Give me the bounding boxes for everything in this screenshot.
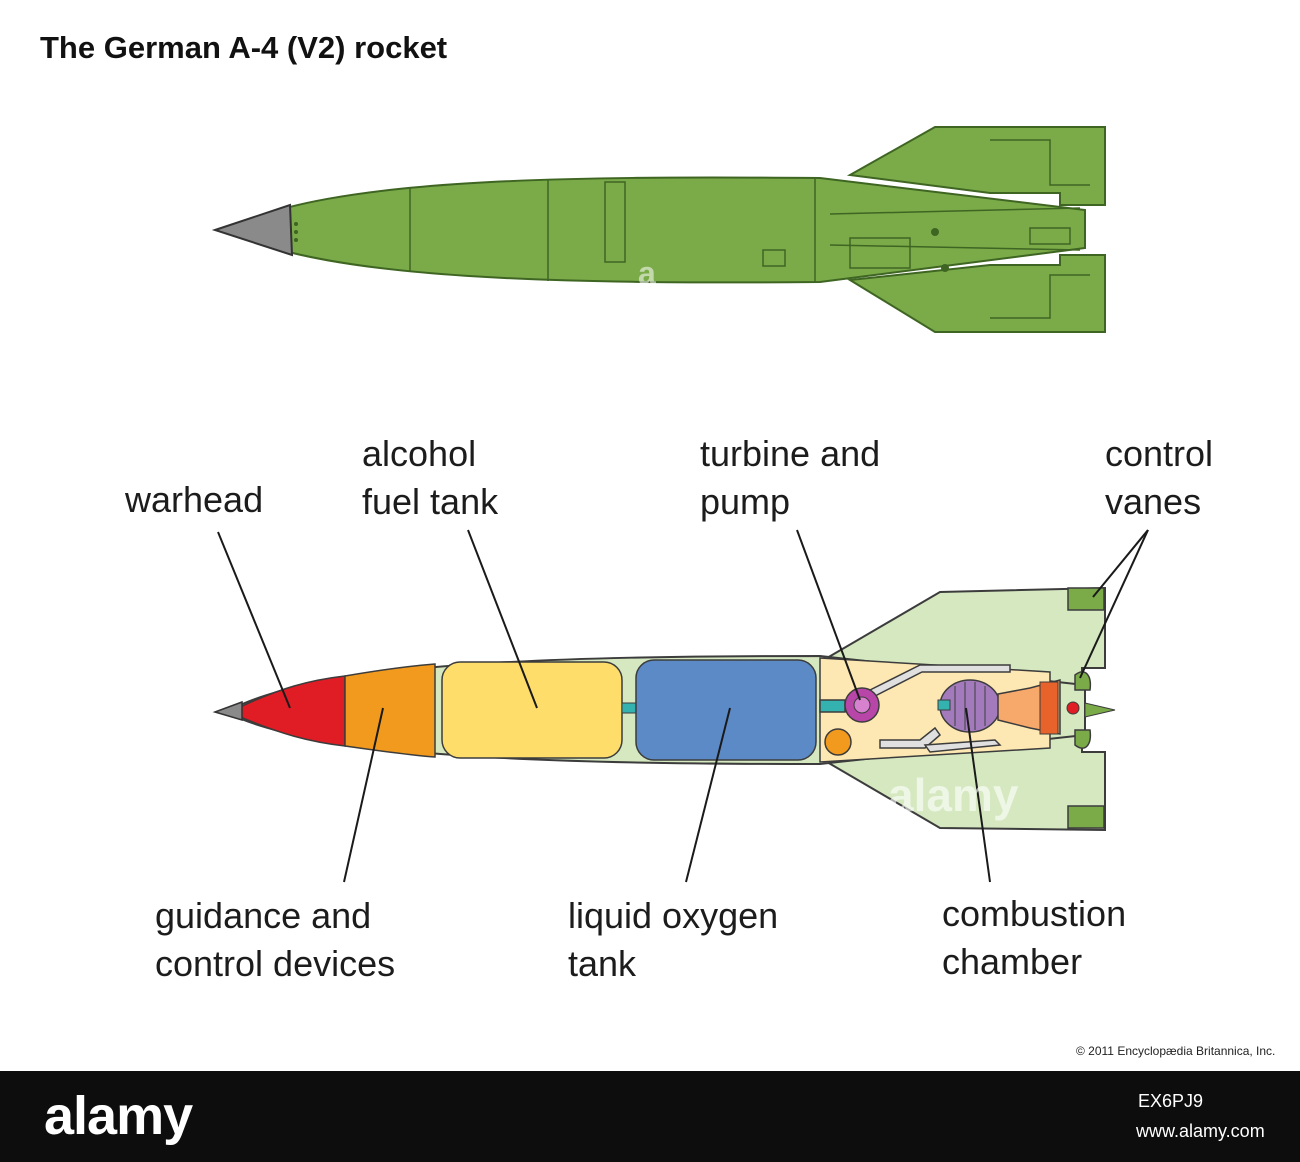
- control-vane-lower: [1074, 729, 1092, 749]
- label-guidance-and-control-devices: guidance and control devices: [155, 895, 396, 984]
- alcohol-fuel-tank: [441, 661, 623, 759]
- page-title: The German A-4 (V2) rocket: [40, 30, 448, 65]
- label-control-vanes: control vanes: [1105, 433, 1214, 522]
- label-combustion-chamber: combustion chamber: [942, 893, 1127, 982]
- exterior-upper-fin: [846, 126, 1106, 206]
- exhaust-red-dot: [1066, 701, 1080, 715]
- rocket-exterior: [211, 126, 1106, 333]
- guidance-section: [344, 663, 436, 758]
- exhaust-vane-tip: [1084, 702, 1116, 718]
- fin-vane-block-lower: [1067, 805, 1105, 829]
- label-warhead: warhead: [125, 479, 264, 520]
- watermark-upper: a: [638, 255, 656, 291]
- control-vane-upper: [1074, 671, 1092, 691]
- peroxide-tank-sphere: [824, 728, 852, 756]
- label-liquid-oxygen-tank: liquid oxygen tank: [568, 895, 779, 984]
- warhead-section: [237, 675, 346, 747]
- cutaway-nose-tip: [212, 700, 243, 722]
- image-id: EX6PJ9: [1138, 1091, 1204, 1111]
- rocket-diagram: [211, 126, 1149, 883]
- exterior-nose-tip: [211, 203, 294, 257]
- leader-lines: [217, 529, 1149, 883]
- site-url: www.alamy.com: [1136, 1121, 1265, 1141]
- exterior-body: [229, 176, 1086, 284]
- alamy-logo: alamy: [44, 1086, 193, 1146]
- copyright-notice: © 2011 Encyclopædia Britannica, Inc.: [1076, 1044, 1276, 1058]
- stock-footer-bar: alamy EX6PJ9 www.alamy.com: [0, 1071, 1300, 1162]
- label-alcohol-fuel-tank: alcohol fuel tank: [362, 433, 499, 522]
- rocket-cutaway: [212, 586, 1116, 832]
- label-turbine-and-pump: turbine and pump: [700, 433, 881, 522]
- exterior-lower-fin: [846, 254, 1106, 333]
- watermark-lower: alamy: [888, 769, 1019, 821]
- liquid-oxygen-tank: [635, 659, 817, 761]
